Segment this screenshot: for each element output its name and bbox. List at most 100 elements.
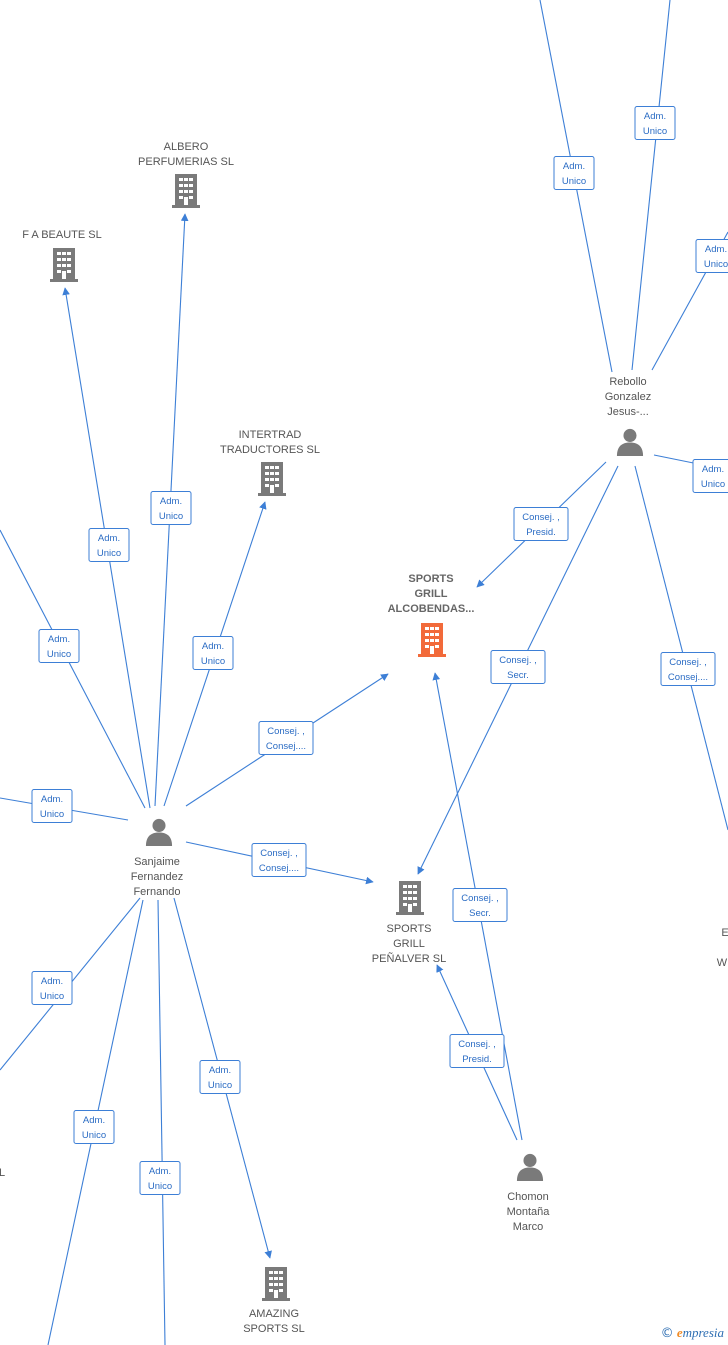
- node-label-line: L: [0, 1167, 5, 1179]
- edge-label-text: Adm.: [702, 464, 724, 475]
- edge-label-e1[interactable]: Adm.Unico: [88, 528, 130, 562]
- edge-label-box: [251, 843, 307, 877]
- edge-label-e8[interactable]: Consej. , Consej....: [258, 721, 314, 755]
- edge-label-box: [150, 491, 192, 525]
- node-partialL: L: [0, 1167, 5, 1179]
- edge-label-box: [660, 652, 716, 686]
- edge-label-box: [692, 459, 728, 493]
- edge-label-e12[interactable]: Adm. Unico: [553, 156, 595, 190]
- edge-label-text: Secr.: [469, 908, 491, 919]
- building-icon: [396, 881, 424, 915]
- edge-label-text: Adm.: [98, 533, 120, 544]
- brand-initial: e: [676, 1325, 683, 1340]
- edge-label-text: Adm.: [563, 161, 585, 172]
- node-label-line: ALCOBENDAS...: [388, 603, 475, 615]
- node-label-line: Jesus-...: [607, 406, 649, 418]
- edge-label-e10[interactable]: Adm. Unico: [199, 1060, 241, 1094]
- edge-label-e21[interactable]: Consej. ,Secr.: [452, 888, 508, 922]
- edge-label-e14[interactable]: Adm. Unico: [695, 239, 728, 273]
- edge-label-e3[interactable]: Adm.Unico: [38, 629, 80, 663]
- edge-label-text: Unico: [208, 1080, 232, 1091]
- edge-label-text: Secr.: [507, 670, 529, 681]
- edge-label-text: Presid.: [462, 1054, 492, 1065]
- edge-label-text: Adm.: [41, 794, 63, 805]
- edge-label-e4[interactable]: Adm.Unico: [192, 636, 234, 670]
- edge-label-text: Adm.: [41, 976, 63, 987]
- edge-label-e15[interactable]: Adm. Unico: [692, 459, 728, 493]
- node-label-line: GRILL: [393, 938, 425, 950]
- edge-label-text: Unico: [82, 1130, 106, 1141]
- node-sportsgrillalc[interactable]: SPORTSGRILLALCOBENDAS...: [388, 573, 475, 657]
- edge-label-text: Unico: [704, 259, 728, 270]
- edge-label-box: [73, 1110, 115, 1144]
- edge-label-e5[interactable]: Adm. Unico: [31, 789, 73, 823]
- node-label-line: W: [717, 957, 728, 969]
- node-rebollo[interactable]: RebolloGonzalezJesus-...: [605, 376, 651, 456]
- edge-label-e2[interactable]: Adm. Unico: [150, 491, 192, 525]
- node-label-line: ALBERO: [164, 141, 209, 153]
- edge-label-text: Adm.: [209, 1065, 231, 1076]
- edge-label-e19[interactable]: Consej. , Secr.: [490, 650, 546, 684]
- building-icon: [418, 623, 446, 657]
- node-label-line: Fernando: [133, 886, 180, 898]
- node-label-line: Chomon: [507, 1191, 549, 1203]
- node-label-line: Fernandez: [131, 871, 184, 883]
- edge-label-e18[interactable]: Consej. ,Presid.: [513, 507, 569, 541]
- edge-label-e7[interactable]: Adm. Unico: [73, 1110, 115, 1144]
- edge-label-text: Consej. ,: [260, 848, 298, 859]
- edge-label-text: Adm.: [705, 244, 727, 255]
- edge-label-e6[interactable]: Adm. Unico: [31, 971, 73, 1005]
- edge-label-text: Consej. ,: [499, 655, 537, 666]
- edge-label-box: [31, 789, 73, 823]
- edge-label-text: Consej. ,: [267, 726, 305, 737]
- edge-label-text: Unico: [40, 991, 64, 1002]
- edge-label-text: Unico: [201, 656, 225, 667]
- edge-label-e20[interactable]: Consej. ,Consej....: [660, 652, 716, 686]
- edge-label-box: [553, 156, 595, 190]
- node-label-line: Rebollo: [609, 376, 646, 388]
- edge-label-e11[interactable]: Adm.Unico: [139, 1161, 181, 1195]
- edge-label-text: Adm.: [83, 1115, 105, 1126]
- edge-label-box: [695, 239, 728, 273]
- edge-label-box: [199, 1060, 241, 1094]
- node-fabeaute[interactable]: F A BEAUTE SL: [22, 229, 102, 282]
- edge-label-text: Unico: [159, 511, 183, 522]
- edge-label-box: [449, 1034, 505, 1068]
- node-label-line: E: [721, 927, 728, 939]
- edge-label-text: Unico: [40, 809, 64, 820]
- edge-label-text: Adm.: [160, 496, 182, 507]
- node-label-line: Sanjaime: [134, 856, 180, 868]
- edge-label-box: [258, 721, 314, 755]
- edge-label-e22[interactable]: Consej. ,Presid.: [449, 1034, 505, 1068]
- building-icon: [50, 248, 78, 282]
- node-label-line: F A BEAUTE SL: [22, 229, 101, 241]
- edge-label-text: Unico: [47, 649, 71, 660]
- edge-label-box: [192, 636, 234, 670]
- edge-label-e9[interactable]: Consej. , Consej....: [251, 843, 307, 877]
- edge-label-text: Unico: [148, 1181, 172, 1192]
- node-label-line: AMAZING: [249, 1308, 299, 1320]
- edge-label-text: Consej....: [259, 863, 299, 874]
- edge-label-box: [38, 629, 80, 663]
- edge-label-box: [513, 507, 569, 541]
- node-label-line: INTERTRAD: [239, 429, 302, 441]
- node-label-line: SPORTS: [408, 573, 453, 585]
- edge-sanjaime-offbottom-2: [157, 899, 166, 1345]
- person-icon: [145, 818, 173, 846]
- edge-label-box: [139, 1161, 181, 1195]
- edge-label-text: Unico: [643, 126, 667, 137]
- edge-label-e13[interactable]: Adm.Unico: [634, 106, 676, 140]
- node-partialE: E: [721, 927, 728, 939]
- edge-label-text: Unico: [562, 176, 586, 187]
- edge-label-text: Unico: [701, 479, 725, 490]
- edge-label-text: Consej....: [266, 741, 306, 752]
- node-label-line: Montaña: [507, 1206, 551, 1218]
